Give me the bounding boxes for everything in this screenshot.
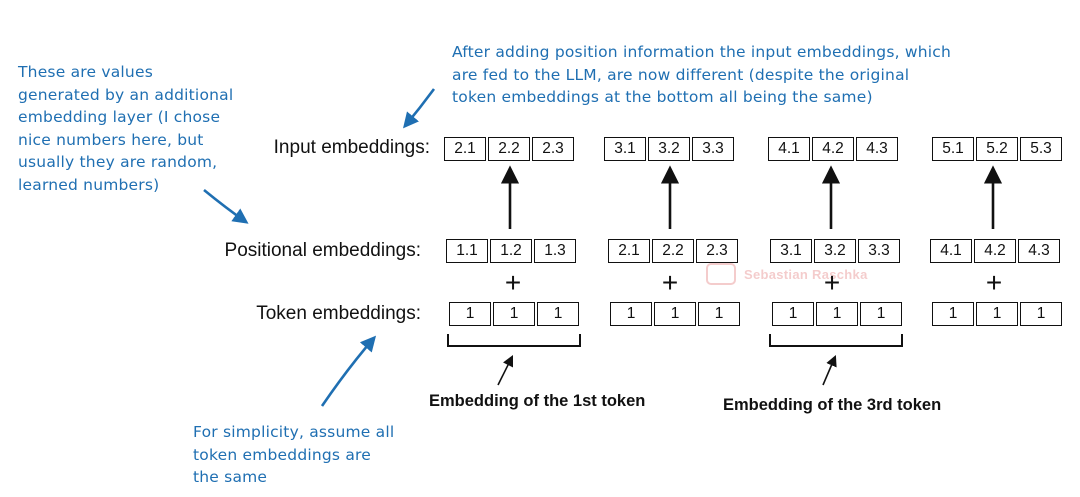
token-cell: 1 xyxy=(772,302,814,326)
positional-cell: 4.1 xyxy=(930,239,972,263)
blue-arrow-left xyxy=(203,188,249,224)
top-annotation: After adding position information the in… xyxy=(452,43,952,106)
input-cell: 2.2 xyxy=(488,137,530,161)
token-cell: 1 xyxy=(698,302,740,326)
plus-sign: + xyxy=(504,267,522,298)
input-embeddings-label: Input embeddings: xyxy=(273,137,430,158)
input-cell: 5.3 xyxy=(1020,137,1062,161)
token-cell: 1 xyxy=(860,302,902,326)
token-cell: 1 xyxy=(932,302,974,326)
input-cell: 3.2 xyxy=(648,137,690,161)
input-cell: 4.3 xyxy=(856,137,898,161)
positional-cell: 3.1 xyxy=(770,239,812,263)
input-cell: 4.2 xyxy=(812,137,854,161)
input-cell: 4.1 xyxy=(768,137,810,161)
blue-arrow-bottom xyxy=(320,335,377,407)
input-cell: 3.1 xyxy=(604,137,646,161)
watermark-logo-icon xyxy=(706,263,736,285)
bottom-annotation: For simplicity, assume all token embeddi… xyxy=(193,423,395,486)
positional-cell: 2.2 xyxy=(652,239,694,263)
caption-3rd-token: Embedding of the 3rd token xyxy=(723,396,942,414)
bracket-token-3 xyxy=(769,334,903,347)
input-cell: 2.3 xyxy=(532,137,574,161)
input-cell: 5.1 xyxy=(932,137,974,161)
left-annotation: These are values generated by an additio… xyxy=(18,63,234,194)
positional-cell: 1.2 xyxy=(490,239,532,263)
positional-cell: 1.1 xyxy=(446,239,488,263)
pointer-caption-3 xyxy=(822,354,837,386)
token-cell: 1 xyxy=(610,302,652,326)
token-cell: 1 xyxy=(976,302,1018,326)
token-cell: 1 xyxy=(1020,302,1062,326)
token-embeddings-label: Token embeddings: xyxy=(256,303,421,324)
watermark-text: Sebastian Raschka xyxy=(744,266,868,282)
input-cell: 5.2 xyxy=(976,137,1018,161)
input-cell: 3.3 xyxy=(692,137,734,161)
plus-sign: + xyxy=(985,267,1003,298)
blue-arrow-top xyxy=(403,88,436,129)
positional-cell: 2.3 xyxy=(696,239,738,263)
token-cell: 1 xyxy=(449,302,491,326)
positional-cell: 4.2 xyxy=(974,239,1016,263)
bracket-token-1 xyxy=(447,334,581,347)
token-cell: 1 xyxy=(816,302,858,326)
positional-embeddings-label: Positional embeddings: xyxy=(224,240,421,261)
plus-sign: + xyxy=(661,267,679,298)
pointer-caption-1 xyxy=(497,354,514,386)
token-cell: 1 xyxy=(654,302,696,326)
positional-cell: 2.1 xyxy=(608,239,650,263)
positional-cell: 3.2 xyxy=(814,239,856,263)
positional-cell: 4.3 xyxy=(1018,239,1060,263)
input-cell: 2.1 xyxy=(444,137,486,161)
token-cell: 1 xyxy=(493,302,535,326)
watermark: Sebastian Raschka xyxy=(706,263,868,285)
plus-sign: + xyxy=(823,267,841,298)
caption-1st-token: Embedding of the 1st token xyxy=(429,392,646,410)
positional-cell: 3.3 xyxy=(858,239,900,263)
token-cell: 1 xyxy=(537,302,579,326)
positional-cell: 1.3 xyxy=(534,239,576,263)
